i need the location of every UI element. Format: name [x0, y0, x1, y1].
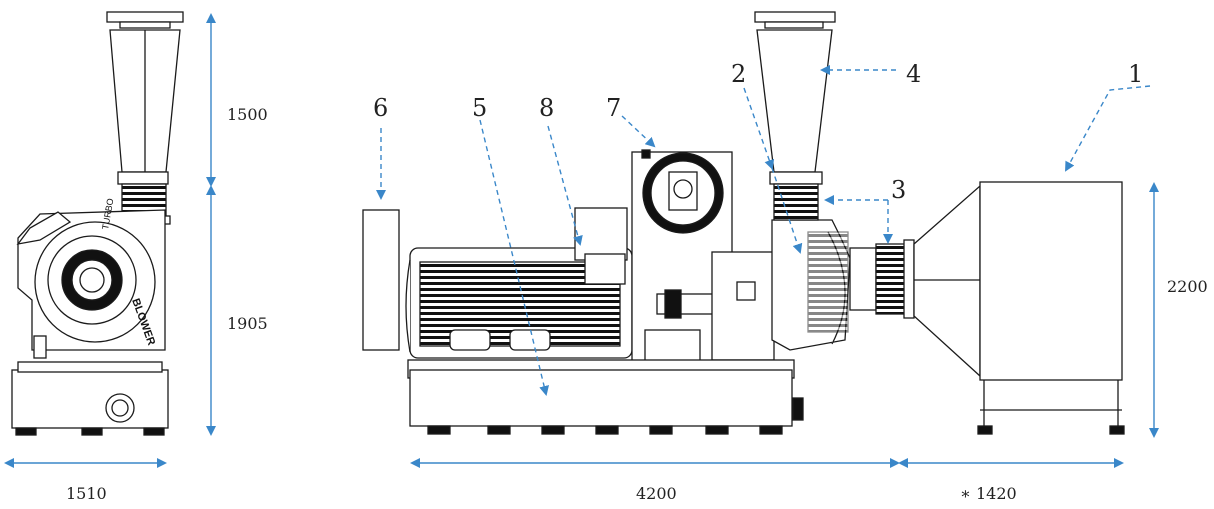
- dim-2200: 2200: [1167, 277, 1208, 296]
- side-view: [11, 11, 184, 436]
- callout-3: 3: [891, 176, 907, 204]
- side-base: [11, 369, 169, 429]
- inlet-cone-4: [756, 29, 833, 173]
- callout-1: 1: [1128, 60, 1144, 88]
- callout-8: 8: [539, 94, 555, 122]
- leader-8: [547, 125, 583, 246]
- base-frame: [409, 369, 793, 427]
- dim-1420: ∗ 1420: [960, 484, 1017, 503]
- dim-1500: 1500: [227, 105, 268, 124]
- inlet-filter-6: [362, 209, 400, 351]
- gearbox: [711, 251, 775, 361]
- terminal-box-8: [574, 207, 628, 261]
- callout-6: 6: [373, 94, 389, 122]
- dim-1510: 1510: [66, 484, 107, 503]
- dimension-lines: [4, 12, 1159, 468]
- silencer-box-1: [979, 181, 1123, 381]
- callout-2: 2: [731, 60, 747, 88]
- leader-1: [1065, 85, 1151, 172]
- callout-7: 7: [606, 94, 622, 122]
- vertical-bellows-3: [773, 183, 819, 221]
- dim-1905: 1905: [227, 314, 268, 333]
- leader-7: [621, 115, 656, 148]
- callout-5: 5: [472, 94, 488, 122]
- callout-leaders: [376, 65, 1151, 396]
- leader-5: [479, 119, 549, 396]
- callout-4: 4: [906, 60, 922, 88]
- front-view: [362, 11, 1125, 435]
- inlet-flange: [754, 11, 836, 23]
- leader-2b: [771, 167, 803, 254]
- dim-4200: 4200: [636, 484, 677, 503]
- side-inlet-flange: [106, 11, 184, 23]
- silencer-transition: [913, 184, 981, 378]
